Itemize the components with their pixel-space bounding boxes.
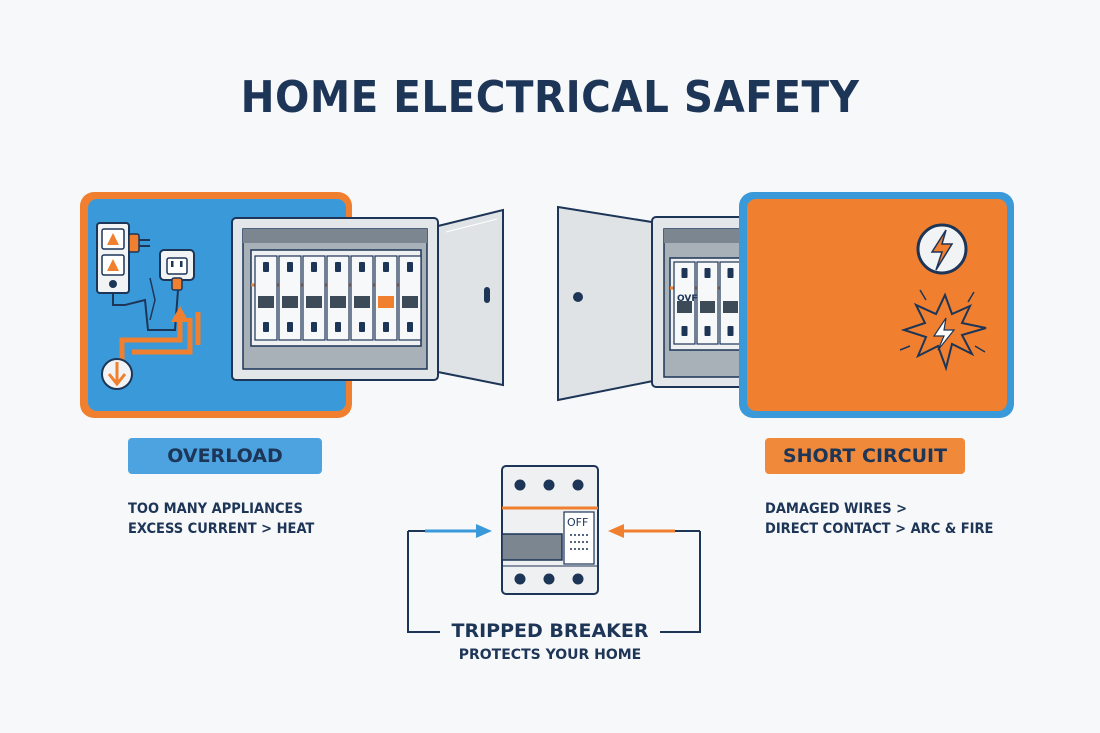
breaker-switch bbox=[354, 296, 370, 308]
breaker-screw bbox=[287, 322, 293, 332]
blue-arrow-icon bbox=[476, 524, 492, 538]
overload-label: OVERLOAD bbox=[128, 438, 322, 474]
breaker-switch bbox=[723, 301, 738, 313]
breaker-switch bbox=[258, 296, 274, 308]
breaker-screw bbox=[681, 268, 688, 278]
breaker-screw bbox=[383, 322, 389, 332]
breaker-switch bbox=[402, 296, 418, 308]
breaker-screw bbox=[727, 268, 734, 278]
short-desc-line2: DIRECT CONTACT > ARC & FIRE bbox=[765, 521, 994, 537]
breaker-switch bbox=[306, 296, 322, 308]
short-desc-line1: DAMAGED WIRES > bbox=[765, 501, 908, 517]
left-breaker-panel bbox=[231, 208, 504, 387]
breaker-screw bbox=[704, 268, 711, 278]
short-circuit-illustration bbox=[739, 192, 1014, 418]
outlet-icon bbox=[159, 249, 195, 291]
overload-description: TOO MANY APPLIANCES EXCESS CURRENT > HEA… bbox=[128, 499, 314, 539]
spark-burst-icon bbox=[899, 289, 987, 372]
breaker-switch bbox=[282, 296, 298, 308]
breaker-screw bbox=[287, 262, 293, 272]
breaker-screw bbox=[335, 322, 341, 332]
page-title: HOME ELECTRICAL SAFETY bbox=[240, 72, 860, 123]
breaker-screw bbox=[704, 326, 711, 336]
breaker-switch bbox=[330, 296, 346, 308]
tripped-off-text: OFF bbox=[567, 516, 588, 529]
breaker-screw bbox=[263, 322, 269, 332]
breaker-switch bbox=[700, 301, 715, 313]
plug-icon bbox=[128, 233, 150, 253]
overload-desc-line2: EXCESS CURRENT > HEAT bbox=[128, 521, 315, 537]
breaker-switch bbox=[378, 296, 394, 308]
breaker-screw bbox=[359, 262, 365, 272]
overload-desc-line1: TOO MANY APPLIANCES bbox=[128, 501, 303, 517]
down-arrow-icon bbox=[101, 358, 133, 390]
breaker-screw bbox=[407, 322, 413, 332]
tripped-breaker-icon: OFF bbox=[501, 465, 599, 595]
lightning-icon bbox=[916, 223, 968, 275]
breaker-switch bbox=[677, 301, 692, 313]
breaker-screw bbox=[335, 262, 341, 272]
short-circuit-label: SHORT CIRCUIT bbox=[765, 438, 965, 474]
breaker-screw bbox=[407, 262, 413, 272]
breaker-screw bbox=[681, 326, 688, 336]
breaker-screw bbox=[263, 262, 269, 272]
breaker-screw bbox=[727, 326, 734, 336]
feedback-loop bbox=[407, 524, 701, 633]
tripped-breaker-subtitle: PROTECTS YOUR HOME bbox=[458, 647, 642, 663]
breaker-screw bbox=[359, 322, 365, 332]
right-breaker-off-text: OVF bbox=[677, 294, 698, 304]
breaker-screw bbox=[383, 262, 389, 272]
breaker-screw bbox=[311, 322, 317, 332]
orange-arrow-icon bbox=[608, 524, 624, 538]
power-strip-icon bbox=[96, 222, 130, 294]
short-circuit-description: DAMAGED WIRES > DIRECT CONTACT > ARC & F… bbox=[765, 499, 993, 539]
tripped-breaker-title: TRIPPED BREAKER bbox=[451, 620, 649, 642]
breaker-screw bbox=[311, 262, 317, 272]
